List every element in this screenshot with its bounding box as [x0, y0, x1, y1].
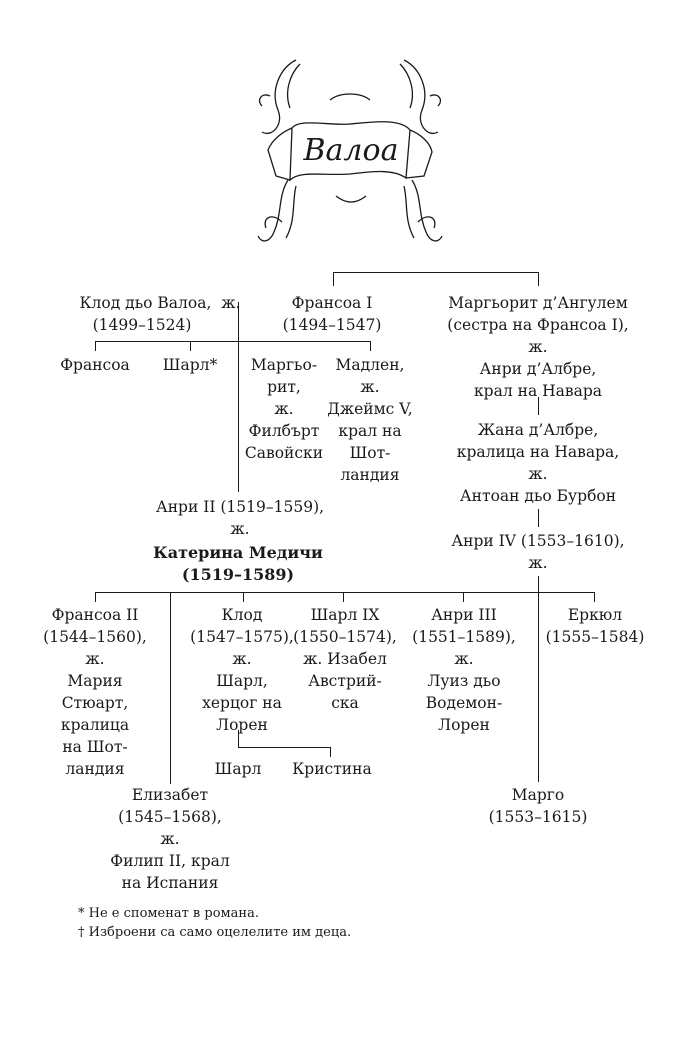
footnote-2: † Изброени са само оцелелите им деца. [78, 925, 352, 940]
footnote-1: * Не е споменат в романа. [78, 906, 259, 921]
person-hercule: Еркюл (1555–1584) [545, 606, 645, 646]
person-charles-grandchild: Шарл [214, 760, 262, 778]
connector-claude-children [238, 730, 239, 748]
person-claude-valois: Клод дьо Валоа, ж. [79, 294, 241, 312]
person-christine: Кристина [292, 760, 372, 778]
person-henri3: Анри III (1551–1589), ж. Луиз дьо Водемо… [412, 606, 516, 734]
person-jeanne-albret: Жана д’Албре, кралица на Навара, ж. Анто… [456, 421, 620, 505]
person-catherine-medici: Катерина Медичи (1519–1589) [153, 543, 323, 584]
connector-francois1-marguerite [333, 272, 539, 273]
connector-claude [243, 592, 244, 602]
person-elisabeth: Елизабет (1545–1568), ж. Филип II, крал … [110, 786, 230, 892]
person-francois2: Франсоа II (1544–1560), ж. Мария Стюарт,… [43, 606, 147, 778]
connector-madeleine [370, 341, 371, 351]
person-charles-child: Шарл* [162, 356, 218, 374]
person-francois1-dates: (1494–1547) [282, 316, 382, 334]
connector-children-of-claude [95, 341, 371, 342]
person-henri2: Анри II (1519–1559), ж. [155, 498, 325, 538]
connector-hercule [594, 592, 595, 602]
title-banner: Валоа [257, 59, 443, 242]
person-francois1: Франсоа I [291, 294, 373, 312]
connector-charles9 [343, 592, 344, 602]
connector-claude-children-bar [238, 747, 331, 748]
connector-francois2 [95, 592, 96, 602]
person-madeleine: Мадлен, ж. Джеймс V, крал на Шот- ландия [327, 356, 413, 484]
person-charles9: Шарл IX (1550–1574), ж. Изабел Австрий- … [293, 606, 397, 712]
person-margot: Марго (1553–1615) [488, 786, 588, 826]
person-francois-child: Франсоа [60, 356, 130, 374]
person-marguerite-child: Маргьо- рит, ж. Филбърт Савойски [244, 356, 324, 462]
person-henri4: Анри IV (1553–1610), ж. [451, 532, 625, 572]
connector-christine [330, 747, 331, 757]
title-text: Валоа [303, 133, 399, 168]
connector-henri4 [538, 509, 539, 527]
connector-marriage-henri2 [238, 302, 239, 492]
person-claude: Клод (1547–1575), ж. Шарл, херцог на Лор… [190, 606, 294, 734]
person-claude-valois-dates: (1499–1524) [92, 316, 192, 334]
connector-henri3 [463, 592, 464, 602]
connector-margot [538, 576, 539, 782]
connector-charles-child [190, 341, 191, 351]
connector-jeanne [538, 397, 539, 415]
connector-francois1-down [333, 272, 334, 286]
connector-children-of-henri2 [95, 592, 594, 593]
person-marguerite-angouleme: Маргьорит д’Ангулем (сестра на Франсоа I… [447, 294, 629, 400]
connector-elisabeth [170, 592, 171, 784]
connector-francois-child [95, 341, 96, 351]
connector-marguerite-down [538, 272, 539, 286]
